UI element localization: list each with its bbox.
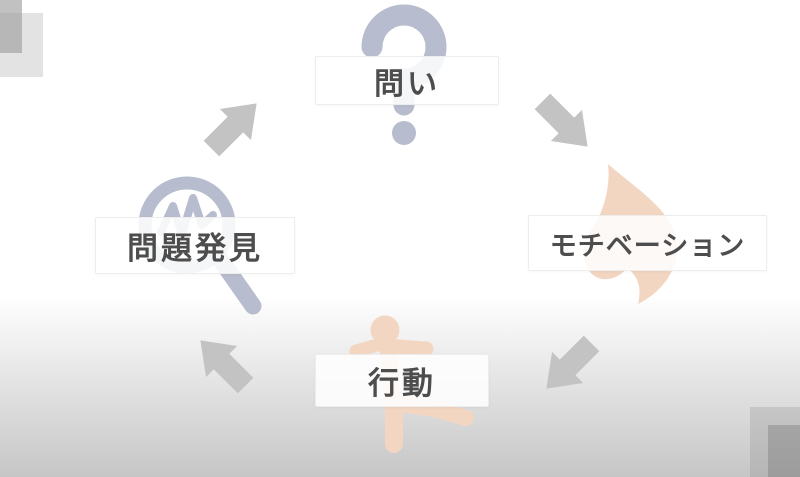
node-label-motivation-text: モチベーション [549,230,746,261]
arrow-action-to-discovery [185,325,261,401]
node-label-motivation: モチベーション [528,215,767,271]
node-label-question-text: 問い [374,67,440,101]
node-label-problem-discovery-text: 問題発見 [127,231,263,266]
node-label-action: 行動 [315,354,489,407]
node-label-action-text: 行動 [368,366,436,401]
arrow-motivation-to-action [531,328,607,404]
arrow-discovery-to-question [196,88,272,164]
corner-square-top-left-dark [0,0,22,53]
arrow-question-to-motivation [527,86,603,162]
corner-square-bottom-right-dark [768,425,800,477]
node-label-question: 問い [315,56,499,105]
node-label-problem-discovery: 問題発見 [95,217,295,274]
corner-square-bottom-right-light [750,407,800,477]
